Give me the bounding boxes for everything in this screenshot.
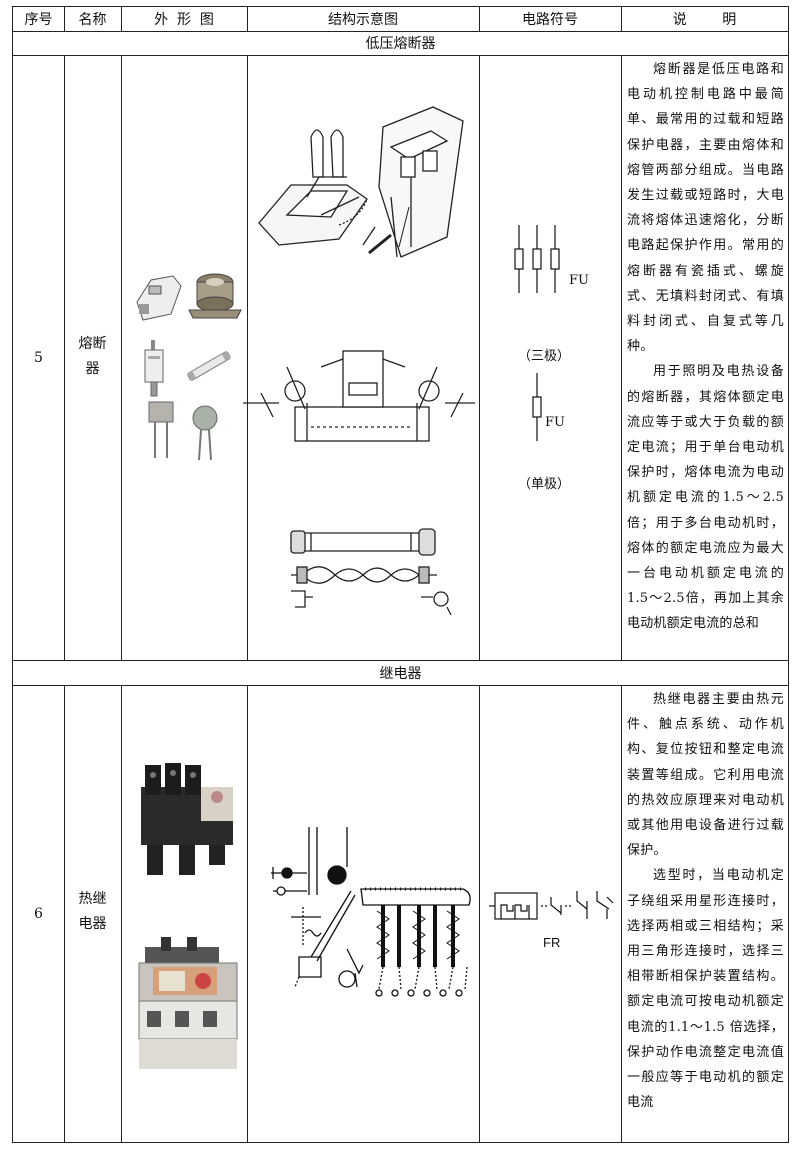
divider [621, 685, 622, 1142]
component-name-line: 熔断 [78, 336, 107, 352]
description-paragraph: 用于照明及电热设备的熔断器，其熔体额定电流应等于或大于负载的额定电流；用于单台电… [627, 364, 784, 632]
header-appearance: 外 形 图 [154, 12, 214, 28]
thermal-relay-symbol [489, 891, 614, 920]
fuse-caption-three-pole: （三极） [518, 349, 571, 364]
divider [64, 685, 65, 1142]
fuse-description: 熔断器是低压电路和电动机控制电路中最简单、最常用的过载和短路保护电器，主要由熔体… [627, 57, 784, 637]
component-name-line: 热继 [78, 891, 107, 907]
divider [64, 55, 65, 660]
description-paragraph: 选型时，当电动机定子绕组采用星形连接时，选择两相或三相结构；采用三角形连接时，选… [627, 868, 784, 1111]
section-title-relay: 继电器 [379, 665, 422, 682]
row-number: 5 [34, 349, 43, 366]
header-structure: 结构示意图 [328, 12, 398, 28]
divider [479, 55, 480, 660]
header-symbol: 电路符号 [522, 12, 578, 28]
fuse-structure-drawing [243, 106, 475, 616]
header-num: 序号 [24, 12, 53, 28]
description-paragraph: 熔断器是低压电路和电动机控制电路中最简单、最常用的过载和短路保护电器，主要由熔体… [627, 62, 784, 355]
divider [247, 7, 248, 31]
divider [13, 55, 788, 56]
divider [121, 55, 122, 660]
component-name: 热继 电器 [64, 887, 121, 937]
divider [479, 7, 480, 31]
component-name-line: 器 [85, 361, 100, 377]
divider [13, 660, 788, 661]
divider [621, 7, 622, 31]
description-paragraph: 热继电器主要由热元件、触点系统、动作机构、复位按钮和整定电流装置等组成。它利用电… [627, 692, 784, 859]
divider [479, 685, 480, 1142]
component-name: 熔断 器 [64, 332, 121, 382]
fuse-caption-single-pole: （单极） [518, 477, 571, 492]
component-table: 序号 名称 外 形 图 结构示意图 电路符号 说 明 低压熔断器 继电器 5 熔… [12, 6, 789, 1143]
component-name-line: 电器 [78, 916, 107, 932]
row-number: 6 [34, 905, 43, 922]
divider [121, 685, 122, 1142]
thermal-relay-structure-drawing [271, 827, 471, 997]
fuse-code-single-pole: FU [545, 415, 565, 430]
divider [13, 31, 788, 32]
fuse-symbol [514, 225, 560, 441]
divider [247, 55, 248, 660]
divider [247, 685, 248, 1142]
divider [13, 685, 788, 686]
divider [64, 7, 65, 31]
relay-code: FR [543, 935, 561, 950]
thermal-relay-photo [138, 763, 238, 1069]
divider [621, 55, 622, 660]
fuse-code-three-pole: FU [569, 273, 589, 288]
header-name: 名称 [78, 12, 107, 28]
relay-description: 热继电器主要由热元件、触点系统、动作机构、复位按钮和整定电流装置等组成。它利用电… [627, 687, 784, 1115]
section-title-fuse: 低压熔断器 [365, 36, 436, 52]
fuse-photo [136, 273, 242, 461]
header-desc: 说 明 [672, 12, 737, 28]
divider [121, 7, 122, 31]
